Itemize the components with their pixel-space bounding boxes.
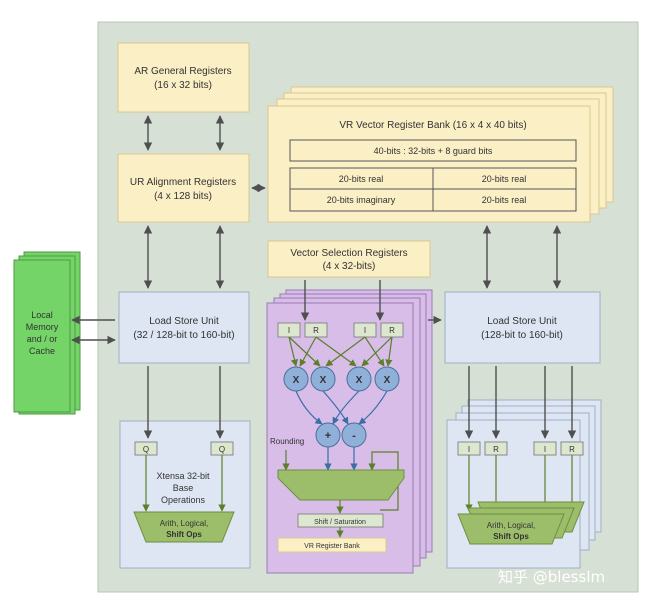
mul-x-4: X [384, 375, 391, 386]
vector-selection-registers: Vector Selection Registers (4 x 32-bits) [267, 240, 431, 278]
shift-saturation-label: Shift / Saturation [314, 519, 366, 526]
right-alu-label-1: Arith, Logical, [487, 521, 535, 530]
center-r-2: R [389, 326, 395, 335]
left-alu-label-2: Shift Ops [166, 530, 202, 539]
connection-arrows [71, 115, 577, 439]
mul-x-1: X [293, 375, 300, 386]
adder-plus: + [325, 430, 331, 442]
ur-subtitle: (4 x 128 bits) [154, 191, 212, 202]
watermark: 知乎 @blesslm [498, 568, 605, 586]
vsr-title: Vector Selection Registers [290, 248, 407, 259]
rounding-label: Rounding [270, 437, 304, 446]
multiplier-to-adder-arrows [295, 390, 388, 425]
load-store-unit-left: Load Store Unit (32 / 128-bit to 160-bit… [118, 291, 250, 364]
right-i-2: I [544, 445, 546, 454]
feedback-loop-arrow [368, 451, 399, 511]
right-i-1: I [468, 445, 470, 454]
left-base-alu-block: Q Q Xtensa 32-bit Base Operations Arith,… [119, 420, 251, 569]
vsr-subtitle: (4 x 32-bits) [323, 261, 376, 272]
center-alu-shape [277, 469, 405, 501]
local-memory-label-3: and / or [27, 334, 58, 344]
right-alu-stack: I R I R Arith, Logical, Shift Ops [446, 399, 602, 569]
center-vr-bank-label: VR Register Bank [304, 543, 360, 550]
local-memory-block: Local Memory and / or Cache [13, 251, 81, 415]
left-base-line-1: Xtensa 32-bit [156, 471, 210, 481]
adder-circles: + - [315, 422, 367, 448]
ar-subtitle: (16 x 32 bits) [154, 80, 212, 91]
vr-cell-imaginary: 20-bits imaginary [327, 195, 396, 205]
ar-general-registers: AR General Registers (16 x 32 bits) [117, 42, 250, 113]
vr-vector-register-bank: VR Vector Register Bank (16 x 4 x 40 bit… [267, 86, 614, 223]
center-i-2: I [364, 326, 366, 335]
right-alu-label-2: Shift Ops [493, 532, 529, 541]
ur-alignment-registers: UR Alignment Registers (4 x 128 bits) [117, 153, 250, 223]
local-memory-label-2: Memory [26, 322, 59, 332]
lsu-right-title: Load Store Unit [487, 316, 557, 327]
left-alu-label-1: Arith, Logical, [160, 519, 208, 528]
left-base-line-2: Base [173, 483, 194, 493]
ur-title: UR Alignment Registers [130, 177, 236, 188]
center-i-1: I [288, 326, 290, 335]
left-q-1: Q [143, 445, 149, 454]
local-memory-label-1: Local [31, 310, 53, 320]
vr-bank-title: VR Vector Register Bank (16 x 4 x 40 bit… [339, 120, 526, 131]
center-vr-bank-box [277, 537, 387, 553]
lsu-right-subtitle: (128-bit to 160-bit) [481, 330, 563, 341]
center-crossing-arrows [288, 336, 393, 367]
right-r-1: R [493, 445, 499, 454]
multiplier-circles: X X X X [283, 366, 400, 392]
mul-x-2: X [320, 375, 327, 386]
vr-cell-real-3: 20-bits real [482, 195, 527, 205]
adder-minus: - [352, 430, 356, 442]
left-q-2: Q [219, 445, 225, 454]
vr-header-cell: 40-bits : 32-bits + 8 guard bits [374, 146, 493, 156]
vr-cell-real-1: 20-bits real [339, 174, 384, 184]
left-base-line-3: Operations [161, 495, 206, 505]
vr-cell-real-2: 20-bits real [482, 174, 527, 184]
load-store-unit-right: Load Store Unit (128-bit to 160-bit) [444, 291, 601, 364]
right-r-2: R [569, 445, 575, 454]
local-memory-label-4: Cache [29, 346, 55, 356]
lsu-left-title: Load Store Unit [149, 316, 219, 327]
ar-title: AR General Registers [134, 66, 231, 77]
adder-to-alu-arrows [324, 447, 358, 471]
lsu-left-subtitle: (32 / 128-bit to 160-bit) [133, 330, 234, 341]
center-r-1: R [313, 326, 319, 335]
mul-x-3: X [356, 375, 363, 386]
